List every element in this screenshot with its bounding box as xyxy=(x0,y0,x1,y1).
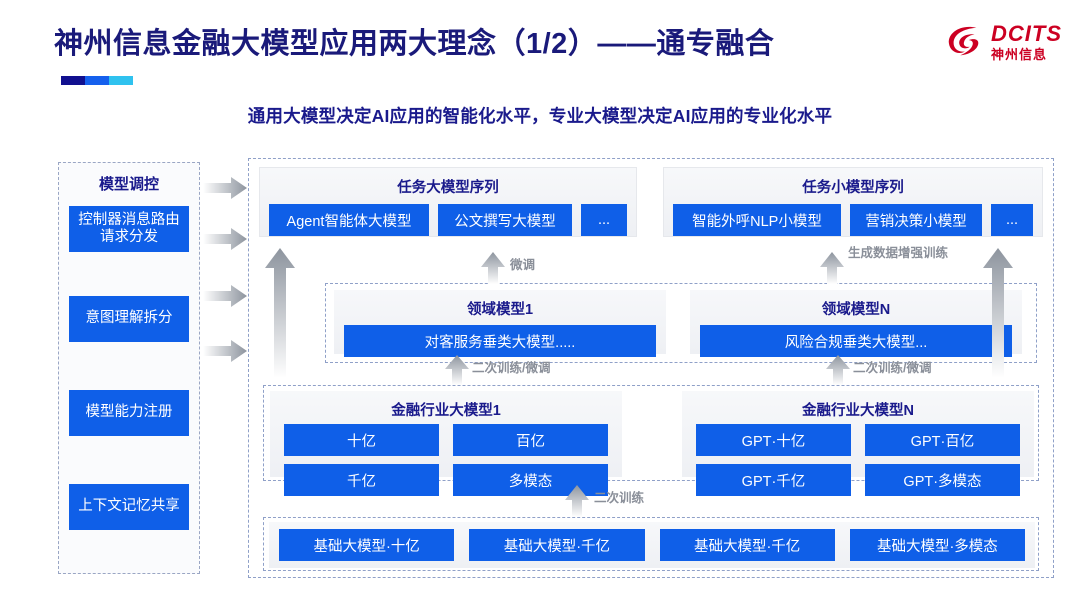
chip-industry1-multimodal[interactable]: 多模态 xyxy=(453,464,608,496)
underline-segment-1 xyxy=(61,76,85,85)
chip-industryn-gpt-multimodal[interactable]: GPT·多模态 xyxy=(865,464,1020,496)
arrow-right-icon-4 xyxy=(203,340,247,362)
chip-base-1000b-b[interactable]: 基础大模型·千亿 xyxy=(659,529,835,561)
panel-industry-model-1: 金融行业大模型1 十亿 百亿 千亿 多模态 xyxy=(270,391,622,496)
chip-industry1-100b[interactable]: 百亿 xyxy=(453,424,608,456)
chip-industry1-1000b[interactable]: 千亿 xyxy=(284,464,439,496)
group-industry-models: 金融行业大模型1 十亿 百亿 千亿 多模态 金融行业大模型N GPT·十亿 GP… xyxy=(263,385,1039,496)
label-finetune: 微调 xyxy=(510,258,536,272)
sidebar-item-intent[interactable]: 意图理解拆分 xyxy=(69,296,189,342)
group-domain-models: 领域模型1 对客服务垂类大模型..... 领域模型N 风险合规垂类大模型... xyxy=(325,283,1037,363)
arrow-up-icon-retrain-bottom xyxy=(565,485,589,517)
chip-risk-compliance-vertical-model[interactable]: 风险合规垂类大模型... xyxy=(700,325,1012,357)
panel-task-small-models: 任务小模型序列 智能外呼NLP小模型 营销决策小模型 ... xyxy=(663,167,1043,237)
group-base-models: 基础大模型·十亿 基础大模型·千亿 基础大模型·千亿 基础大模型·多模态 xyxy=(263,517,1039,571)
arrow-up-icon-left-tall xyxy=(265,248,295,378)
page-subtitle: 通用大模型决定AI应用的智能化水平，专业大模型决定AI应用的专业化水平 xyxy=(247,106,833,126)
chip-grid-industry-1: 十亿 百亿 千亿 多模态 xyxy=(270,420,622,506)
logo-text-cn: 神州信息 xyxy=(991,47,1048,62)
logo-text-en: DCITS xyxy=(991,21,1062,46)
arrow-right-icon-2 xyxy=(203,228,247,250)
underline-segment-3 xyxy=(108,76,133,85)
underline-segment-2 xyxy=(84,76,109,85)
chip-doc-writing-model[interactable]: 公文撰写大模型 xyxy=(438,204,572,236)
chip-base-10b[interactable]: 基础大模型·十亿 xyxy=(279,529,455,561)
panel-title-industry-n: 金融行业大模型N xyxy=(802,403,914,419)
architecture-container: 任务大模型序列 Agent智能体大模型 公文撰写大模型 ... 任务小模型序列 … xyxy=(248,158,1054,578)
chip-task-small-more[interactable]: ... xyxy=(991,204,1033,236)
panel-title-task-large: 任务大模型序列 xyxy=(397,180,499,196)
sidebar-item-registry[interactable]: 模型能力注册 xyxy=(69,390,189,436)
panel-title-domain-1: 领域模型1 xyxy=(466,302,534,318)
chip-task-large-more[interactable]: ... xyxy=(581,204,627,236)
panel-domain-model-n: 领域模型N 风险合规垂类大模型... xyxy=(690,290,1022,357)
arrow-up-icon-retrain-left xyxy=(445,355,469,385)
chip-industryn-gpt-10b[interactable]: GPT·十亿 xyxy=(696,424,851,456)
sidebar-model-control: 模型调控 控制器消息路由请求分发 意图理解拆分 模型能力注册 上下文记忆共享 xyxy=(58,162,200,574)
chip-row-task-large: Agent智能体大模型 公文撰写大模型 ... xyxy=(260,197,636,245)
brand-logo: DCITS 神州信息 xyxy=(946,22,1062,62)
label-retrain: 二次训练 xyxy=(594,491,645,505)
panel-title-industry-1: 金融行业大模型1 xyxy=(391,403,501,419)
sidebar-item-context[interactable]: 上下文记忆共享 xyxy=(69,484,189,530)
label-retrain-finetune-left: 二次训练/微调 xyxy=(472,361,551,375)
chip-row-domain-n: 风险合规垂类大模型... xyxy=(690,319,1022,365)
sidebar-title: 模型调控 xyxy=(98,176,159,193)
chip-industry1-10b[interactable]: 十亿 xyxy=(284,424,439,456)
chip-base-multimodal[interactable]: 基础大模型·多模态 xyxy=(849,529,1025,561)
chip-industryn-gpt-1000b[interactable]: GPT·千亿 xyxy=(696,464,851,496)
chip-industryn-gpt-100b[interactable]: GPT·百亿 xyxy=(865,424,1020,456)
arrow-up-icon-retrain-right xyxy=(826,355,850,385)
panel-task-large-models: 任务大模型序列 Agent智能体大模型 公文撰写大模型 ... xyxy=(259,167,637,237)
panel-title-domain-n: 领域模型N xyxy=(821,302,891,318)
page-title: 神州信息金融大模型应用两大理念（1/2）——通专融合 xyxy=(54,28,775,60)
arrow-right-icon-1 xyxy=(203,177,247,199)
chip-grid-industry-n: GPT·十亿 GPT·百亿 GPT·千亿 GPT·多模态 xyxy=(682,420,1034,506)
chip-outbound-nlp-model[interactable]: 智能外呼NLP小模型 xyxy=(673,204,841,236)
panel-domain-model-1: 领域模型1 对客服务垂类大模型..... xyxy=(334,290,666,357)
chip-customer-service-vertical-model[interactable]: 对客服务垂类大模型..... xyxy=(344,325,656,357)
panel-industry-model-n: 金融行业大模型N GPT·十亿 GPT·百亿 GPT·千亿 GPT·多模态 xyxy=(682,391,1034,496)
panel-title-task-small: 任务小模型序列 xyxy=(802,180,904,196)
arrow-up-icon-data-aug xyxy=(820,252,844,284)
arrow-right-icon-3 xyxy=(203,285,247,307)
sidebar-item-router[interactable]: 控制器消息路由请求分发 xyxy=(69,206,189,252)
chip-row-domain-1: 对客服务垂类大模型..... xyxy=(334,319,666,365)
arrow-up-icon-right-tall xyxy=(983,248,1013,378)
arrow-up-icon-finetune xyxy=(481,252,505,284)
label-data-augmentation: 生成数据增强训练 xyxy=(848,246,949,260)
title-underline-bar xyxy=(61,76,133,85)
chip-row-base-models: 基础大模型·十亿 基础大模型·千亿 基础大模型·千亿 基础大模型·多模态 xyxy=(269,522,1035,568)
chip-agent-model[interactable]: Agent智能体大模型 xyxy=(269,204,429,236)
chip-row-task-small: 智能外呼NLP小模型 营销决策小模型 ... xyxy=(664,197,1042,245)
label-retrain-finetune-right: 二次训练/微调 xyxy=(853,361,932,375)
chip-base-1000b-a[interactable]: 基础大模型·千亿 xyxy=(469,529,645,561)
dcits-swirl-icon xyxy=(948,26,979,56)
panel-base-models: 基础大模型·十亿 基础大模型·千亿 基础大模型·千亿 基础大模型·多模态 xyxy=(269,522,1035,568)
chip-marketing-decision-model[interactable]: 营销决策小模型 xyxy=(850,204,982,236)
